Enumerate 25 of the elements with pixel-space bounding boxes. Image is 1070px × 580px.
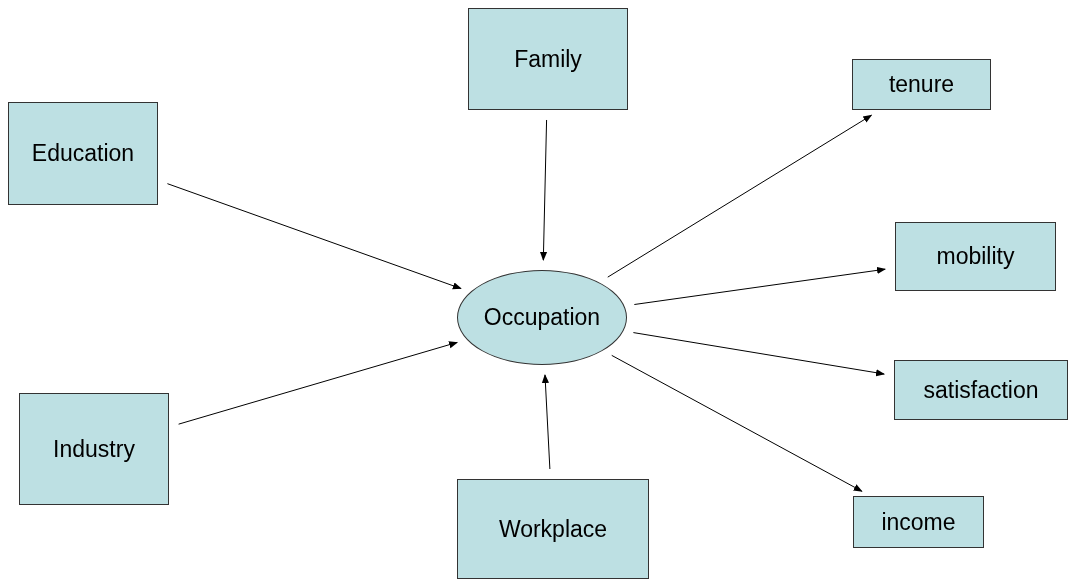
box-node xyxy=(457,479,649,579)
arrow xyxy=(607,114,873,278)
node-label: mobility xyxy=(936,242,1015,272)
box-node xyxy=(853,496,984,548)
node-label: Occupation xyxy=(483,303,601,333)
node-label: satisfaction xyxy=(923,375,1039,405)
node-label: Education xyxy=(31,139,135,169)
node-label: Industry xyxy=(53,434,135,464)
box-node xyxy=(468,8,628,110)
arrow xyxy=(611,354,863,492)
box-node xyxy=(19,393,169,505)
node-label: Workplace xyxy=(498,514,608,544)
box-node xyxy=(895,222,1056,291)
arrow xyxy=(539,119,548,261)
arrow xyxy=(541,374,551,470)
arrow xyxy=(632,332,885,377)
arrow xyxy=(178,341,458,425)
arrow xyxy=(166,183,462,290)
node-label: Family xyxy=(514,44,582,74)
box-node xyxy=(8,102,158,205)
node-label: income xyxy=(881,507,956,537)
node-label: tenure xyxy=(888,70,955,100)
arrow xyxy=(633,266,886,305)
box-node xyxy=(852,59,991,110)
box-node xyxy=(894,360,1068,420)
